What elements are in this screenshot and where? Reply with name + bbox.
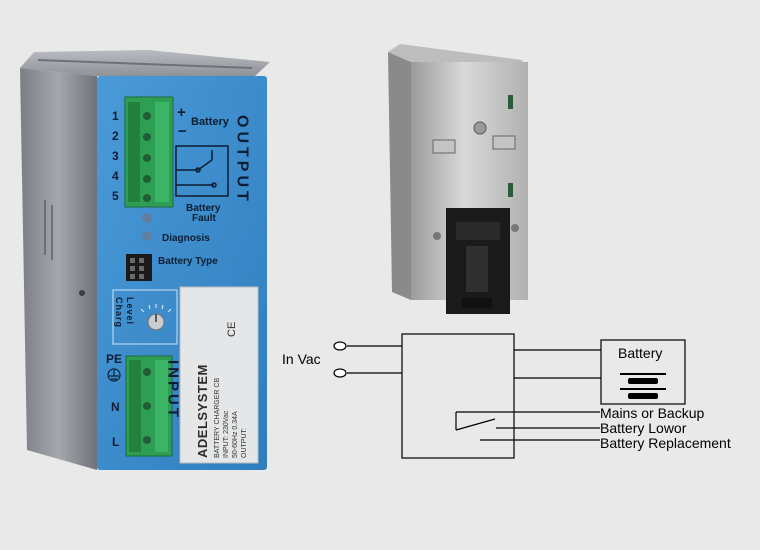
diagnosis-led <box>142 231 152 241</box>
terminal-number-1: 1 <box>112 109 119 123</box>
spec-line-2: 50-60Hz 0.34A <box>232 411 239 458</box>
charger-back-photo <box>388 44 528 314</box>
battery-output-label: Battery <box>191 116 230 128</box>
battery-fault-label-line2: Fault <box>192 213 217 224</box>
back-screw-right <box>511 224 519 232</box>
earth-ground-icon <box>107 368 121 382</box>
input-terminal-screws <box>143 368 151 444</box>
spec-line-1: INPUT: 230Vac <box>223 410 230 458</box>
signal-label-mains: Mains or Backup <box>600 405 704 421</box>
spec-line-3: OUTPUT: <box>241 428 248 458</box>
ce-mark: CE <box>226 322 238 337</box>
input-vertical-label: INPUT <box>165 360 182 420</box>
output-terminal-screws <box>143 112 151 202</box>
relay-contact-symbol <box>175 145 229 197</box>
terminal-number-3: 3 <box>112 149 119 163</box>
signal-label-replacement: Battery Replacement <box>600 435 731 451</box>
battery-box <box>600 339 686 405</box>
battery-type-label: Battery Type <box>158 256 218 267</box>
din-rail-clip <box>446 208 510 314</box>
charge-level-box <box>112 289 178 345</box>
product-line-text: BATTERY CHARGER CB <box>214 378 221 458</box>
terminal-number-4: 4 <box>112 169 119 183</box>
back-clip-left <box>432 139 456 154</box>
output-vertical-label: OUTPUT <box>234 115 251 205</box>
diagnosis-label: Diagnosis <box>162 233 210 244</box>
signal-label-battery-low: Battery Lowor <box>600 420 687 436</box>
terminal-number-5: 5 <box>112 189 119 203</box>
side-vent-slots <box>44 200 85 296</box>
battery-type-jumper <box>126 254 152 281</box>
charge-vertical-label: Charg <box>114 297 124 328</box>
battery-minus-sign: − <box>178 123 187 140</box>
wiring-diagram <box>333 333 686 459</box>
charger-block <box>401 333 515 459</box>
level-vertical-label: Level <box>125 297 135 325</box>
label-plate-text: ADELSYSTEM BATTERY CHARGER CB INPUT: 230… <box>195 364 248 458</box>
housing-side-panel <box>20 68 97 470</box>
back-slot-1 <box>508 95 513 109</box>
back-housing-side <box>388 52 411 300</box>
back-slot-2 <box>508 183 513 197</box>
label-plate <box>179 286 259 464</box>
back-clip-right <box>492 135 516 150</box>
battery-plus-sign: + <box>177 104 186 121</box>
charger-front-photo: 1 2 3 4 5 + Battery − Battery Fault OUTP… <box>20 50 270 470</box>
terminal-number-2: 2 <box>112 129 119 143</box>
brand-logo: ADELSYSTEM <box>195 364 210 458</box>
back-mounting-screw <box>473 121 487 135</box>
input-terminal-2 <box>333 368 347 378</box>
battery-symbol-icon <box>620 373 666 399</box>
diagram-input-label: In Vac <box>282 351 321 367</box>
battery-fault-label-line1: Battery <box>186 203 221 214</box>
diagram-battery-label: Battery <box>618 345 662 361</box>
back-screw-left <box>433 232 441 240</box>
input-terminal-1 <box>333 341 347 351</box>
n-terminal-label: N <box>111 400 120 414</box>
potentiometer-scale-ticks <box>140 304 172 313</box>
battery-fault-led <box>142 213 152 223</box>
l-terminal-label: L <box>112 435 119 449</box>
pe-label: PE <box>106 352 122 366</box>
